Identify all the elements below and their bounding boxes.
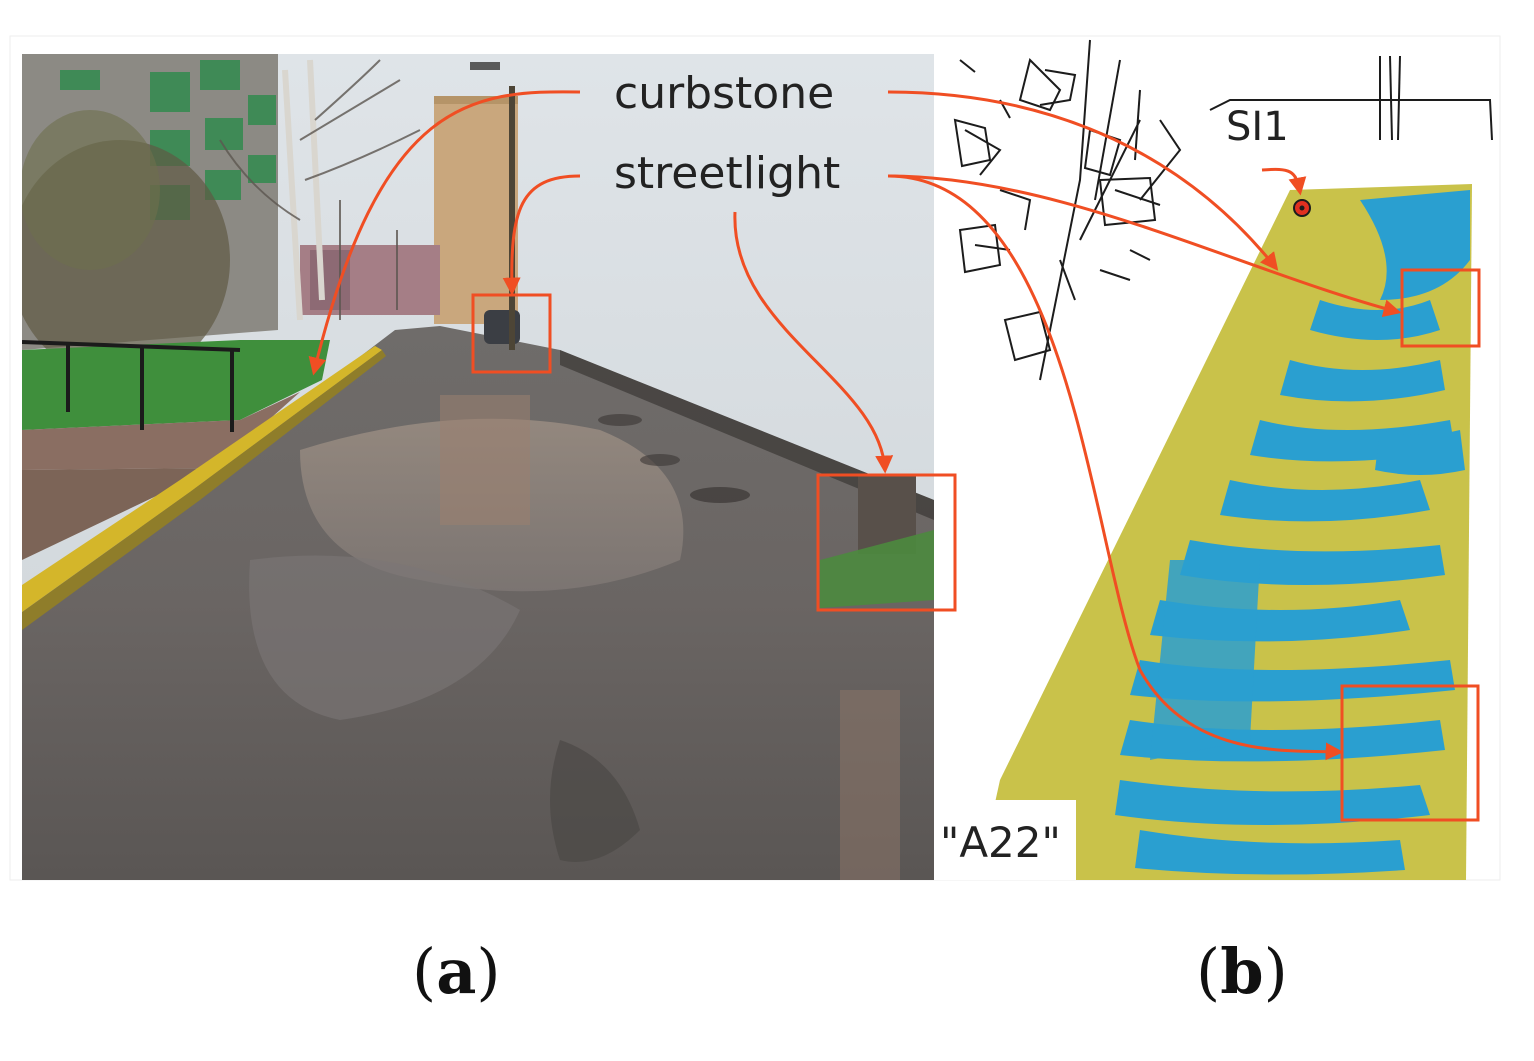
annotation-arrows bbox=[308, 90, 1402, 761]
caption-a-close: ) bbox=[476, 935, 501, 1008]
road-surface-model bbox=[978, 184, 1472, 880]
curbstone-label: curbstone bbox=[614, 68, 835, 119]
tan-building bbox=[434, 96, 518, 324]
yellow-curbstone bbox=[22, 346, 382, 612]
caption-a: (a) bbox=[412, 935, 501, 1008]
railing bbox=[22, 340, 241, 432]
a22-label-box bbox=[934, 800, 1076, 880]
caption-b-open: ( bbox=[1196, 935, 1221, 1008]
arrow-streetlight-a-far bbox=[502, 174, 581, 296]
arrow-si1 bbox=[1261, 167, 1307, 196]
streetlight-label: streetlight bbox=[614, 148, 841, 199]
arrow-streetlight-a-near bbox=[733, 211, 894, 474]
grass-lawn bbox=[22, 340, 330, 430]
arrow-streetlight-b-far bbox=[887, 174, 1402, 317]
panel-a-photo bbox=[22, 54, 934, 880]
bare-trees bbox=[282, 59, 325, 321]
box-b-far-streetlight bbox=[1400, 268, 1481, 348]
a22-label: "A22" bbox=[940, 818, 1061, 867]
arrow-curbstone-a bbox=[308, 90, 581, 376]
caption-b-letter: b bbox=[1220, 935, 1264, 1008]
panel-b-surface-model bbox=[934, 39, 1493, 880]
arrow-curbstone-b bbox=[887, 90, 1279, 271]
caption-a-open: ( bbox=[412, 935, 437, 1008]
caption-b-close: ) bbox=[1263, 935, 1288, 1008]
box-near-streetlight bbox=[816, 473, 957, 612]
arrow-streetlight-b-near bbox=[887, 174, 1344, 761]
tree-sketch-strokes bbox=[953, 39, 1493, 381]
si1-label: SI1 bbox=[1226, 104, 1289, 150]
caption-a-letter: a bbox=[436, 935, 477, 1008]
caption-b: (b) bbox=[1196, 935, 1288, 1008]
